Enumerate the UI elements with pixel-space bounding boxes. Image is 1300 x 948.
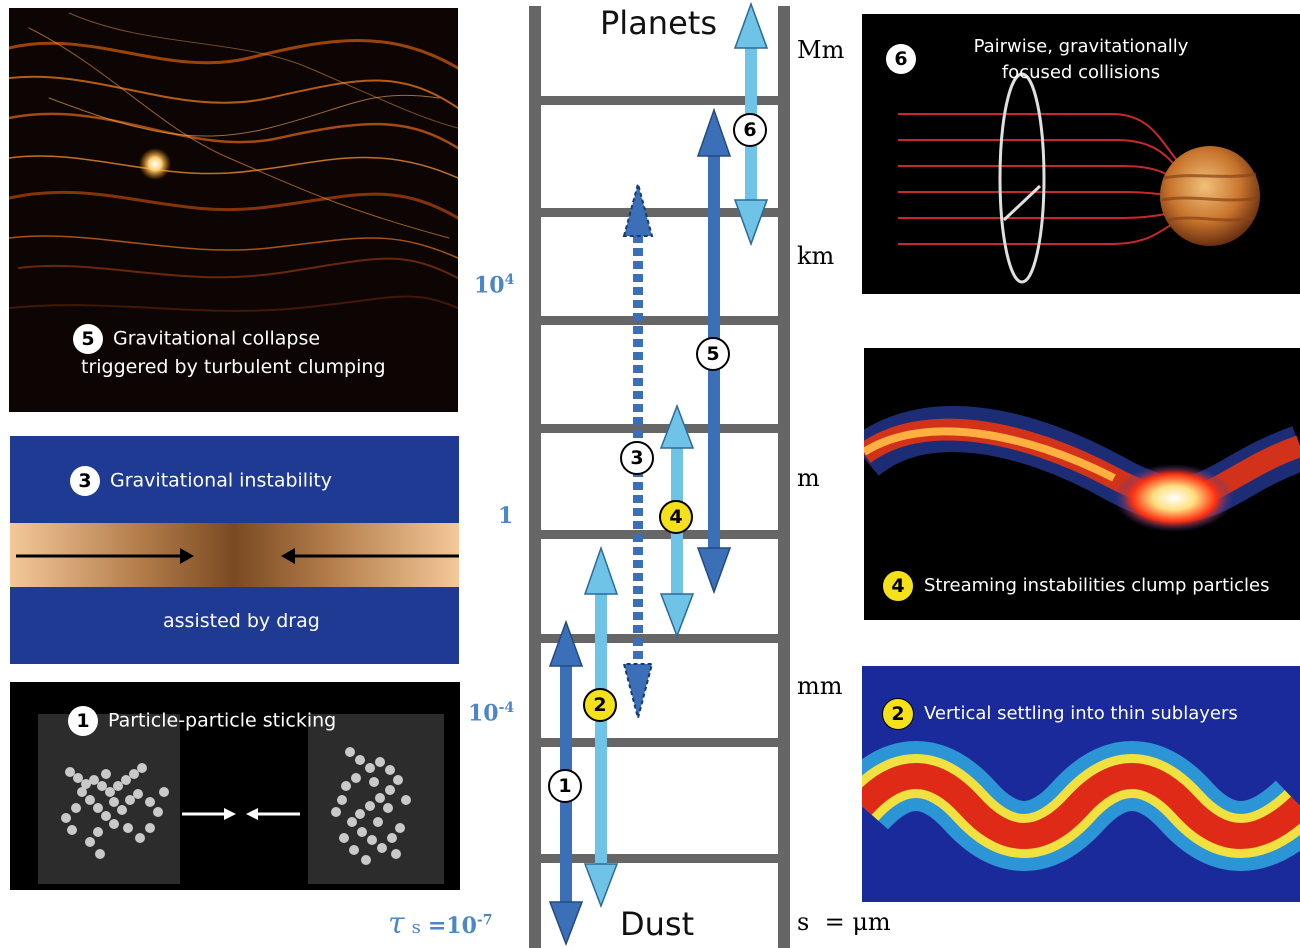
panel-3-title: Gravitational instability bbox=[110, 469, 333, 492]
size-label-mm-mega: Mm bbox=[797, 36, 845, 64]
aggregate-right bbox=[331, 747, 411, 865]
ladder-badge-4: 4 bbox=[659, 500, 693, 534]
panel-1-title: Particle-particle sticking bbox=[108, 709, 337, 732]
panel-6-line2: focused collisions bbox=[1001, 62, 1161, 83]
ladder-badge-6: 6 bbox=[733, 113, 767, 147]
dust-label: Dust bbox=[620, 905, 695, 943]
panel-gravitational-instability: 3 Gravitational instability assisted by d… bbox=[10, 436, 459, 664]
tau-label-1e-7: τ s =10-7 bbox=[388, 906, 493, 941]
panel-4-title: Streaming instabilities clump particles bbox=[924, 575, 1270, 596]
tau-label-1: 1 bbox=[498, 503, 514, 529]
planets-label: Planets bbox=[600, 4, 717, 42]
tau-label-1e4: 104 bbox=[474, 272, 515, 299]
badge-2: 2 bbox=[882, 698, 914, 730]
size-label-mm: mm bbox=[797, 672, 843, 700]
tau-label-1e-4: 10-4 bbox=[468, 700, 515, 727]
aggregate-left bbox=[61, 763, 169, 859]
panel-2-title: Vertical settling into thin sublayers bbox=[924, 703, 1238, 724]
panel-4-caption: 4 Streaming instabilities clump particles bbox=[882, 570, 1269, 602]
aggregates-graphic bbox=[61, 747, 411, 865]
panel-pairwise-collisions: 6 Pairwise, gravitationally focused coll… bbox=[862, 14, 1300, 294]
ladder-badge-3: 3 bbox=[620, 441, 654, 475]
panel-particle-sticking: 1 Particle-particle sticking bbox=[10, 682, 460, 890]
size-label-m: m bbox=[797, 464, 820, 492]
panel-2-caption: 2 Vertical settling into thin sublayers bbox=[882, 698, 1238, 730]
panel-vertical-settling: 2 Vertical settling into thin sublayers bbox=[862, 666, 1300, 902]
panel-gravitational-collapse: 5 Gravitational collapse triggered by tur… bbox=[9, 8, 458, 412]
drag-arrows bbox=[16, 548, 459, 564]
size-label-micron: s = μm bbox=[797, 908, 891, 936]
ladder-badge-2: 2 bbox=[583, 688, 617, 722]
turbulence-image bbox=[9, 12, 458, 312]
aggregate-left-box bbox=[38, 714, 180, 884]
streaming-image bbox=[864, 406, 1300, 532]
ladder-badge-1: 1 bbox=[548, 769, 582, 803]
badge-4: 4 bbox=[882, 570, 914, 602]
settling-image bbox=[862, 741, 1300, 871]
arrow-2-settling bbox=[583, 545, 619, 909]
badge-5: 5 bbox=[73, 324, 103, 354]
ladder-badge-5: 5 bbox=[696, 337, 730, 371]
ladder-rungs bbox=[541, 96, 778, 863]
focused-collisions-graphic bbox=[898, 72, 1260, 284]
panel-3-subtitle: assisted by drag bbox=[163, 610, 320, 632]
panel-streaming-instabilities: 4 Streaming instabilities clump particles bbox=[864, 348, 1300, 620]
panel-6-num: 6 bbox=[886, 44, 926, 74]
panel-1-caption: 1 Particle-particle sticking bbox=[68, 706, 336, 736]
badge-1: 1 bbox=[68, 706, 98, 736]
badge-6: 6 bbox=[886, 44, 916, 74]
panel-5-line1: Gravitational collapse bbox=[113, 327, 321, 350]
panel-6-line1: Pairwise, gravitationally bbox=[973, 36, 1189, 57]
badge-3: 3 bbox=[70, 466, 100, 496]
size-label-km: km bbox=[797, 242, 835, 270]
panel-5-line2: triggered by turbulent clumping bbox=[81, 356, 386, 378]
ladder-rails bbox=[529, 6, 790, 948]
panel-5-caption: 5 Gravitational collapse bbox=[73, 324, 320, 354]
cross-section-ellipse bbox=[998, 72, 1046, 284]
panel-3-caption: 3 Gravitational instability bbox=[70, 466, 332, 496]
